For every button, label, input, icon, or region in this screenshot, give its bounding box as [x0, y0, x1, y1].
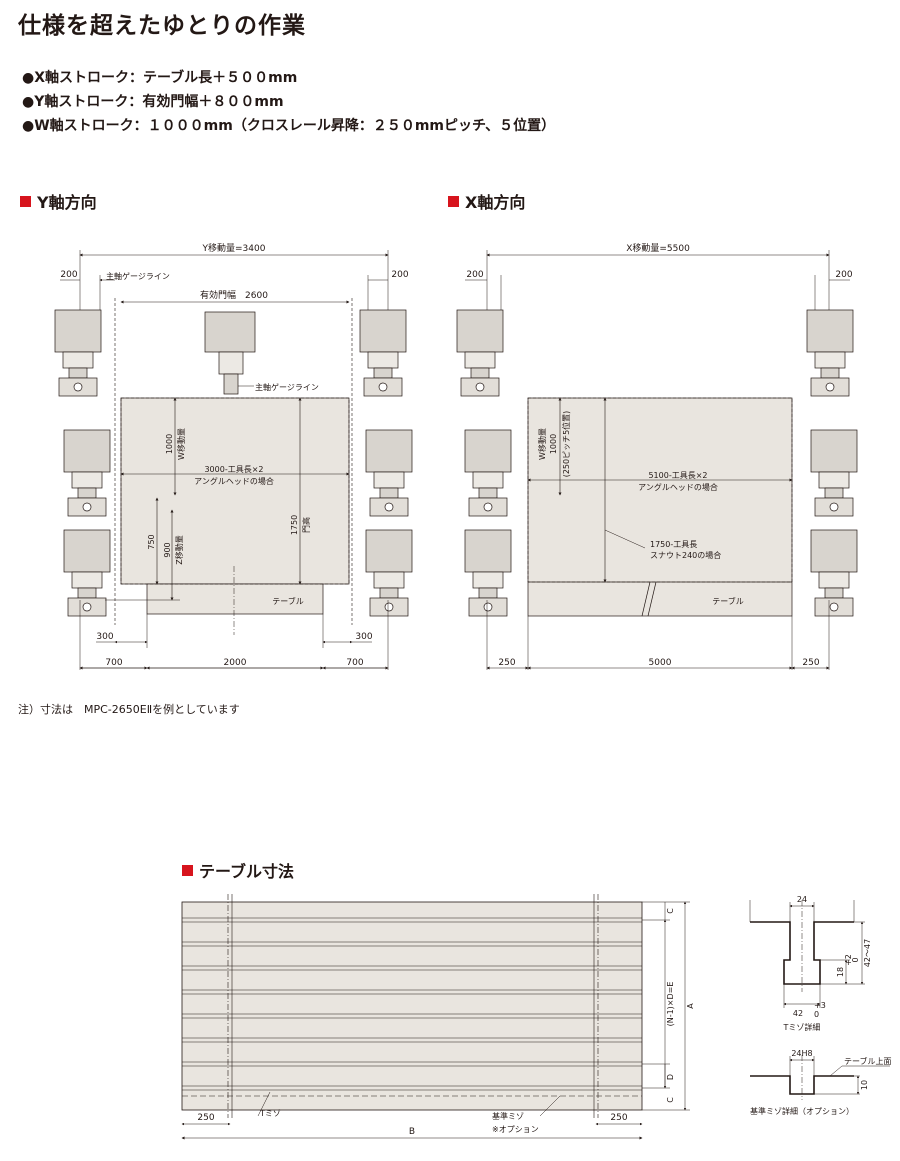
- spec-y-stroke: ●Y軸ストローク：有効門幅＋８００mm: [22, 94, 284, 110]
- section-marker-icon: [20, 195, 31, 207]
- table-plan: [181, 901, 643, 1111]
- x-axis-diagram: X移動量=5500 200 200 W移動量 1000 (250ピッチ5位置) …: [456, 242, 858, 670]
- x-angle-head: アングルヘッドの場合: [638, 482, 718, 492]
- y-dim-300-right: 300: [355, 632, 372, 642]
- t-detail-42: 42: [793, 1009, 803, 1018]
- y-dim-750: 750: [147, 534, 156, 549]
- y-head-right-bot: [365, 529, 413, 617]
- section-x-axis-label: X軸方向: [465, 193, 526, 212]
- table-dim-250-right: 250: [610, 1113, 627, 1123]
- t-detail-18-tol0: 0: [851, 957, 860, 962]
- y-w-travel-label: W移動量: [176, 428, 186, 460]
- page-title: 仕様を超えたゆとりの作業: [18, 13, 306, 39]
- x-dim-200-left: 200: [466, 270, 483, 280]
- table-dim-d: D: [666, 1074, 675, 1080]
- ref-slot-label: 基準ミゾ: [492, 1111, 524, 1121]
- y-travel-label: Y移動量=3400: [202, 242, 266, 254]
- x-head-left-bot: [464, 529, 512, 617]
- y-gate-width-label: 有効門幅 2600: [200, 289, 268, 301]
- ref-detail-table-top: テーブル上面: [844, 1056, 892, 1066]
- y-dim-700-left: 700: [105, 658, 122, 668]
- ref-detail-10: 10: [860, 1080, 869, 1090]
- t-slot-detail-label: Tミゾ詳細: [783, 1022, 821, 1032]
- y-head-left-top: [54, 309, 102, 397]
- x-w-value: 1000: [549, 434, 558, 454]
- x-travel-label: X移動量=5500: [626, 242, 690, 254]
- y-gate-height: 1750: [290, 515, 299, 535]
- x-pitch-label: (250ピッチ5位置): [561, 411, 571, 478]
- y-z-value: 900: [163, 542, 172, 557]
- y-table-top: [120, 397, 350, 585]
- spec-x-stroke: ●X軸ストローク：テーブル長＋５００mm: [22, 70, 298, 86]
- section-y-axis-label: Y軸方向: [37, 193, 97, 212]
- y-dim-300-left: 300: [96, 632, 113, 642]
- x-head-left-top: [456, 309, 504, 397]
- y-dim-200-right: 200: [391, 270, 408, 280]
- section-x-axis: X軸方向: [448, 189, 525, 213]
- t-slot-detail: 24 18 +2 0 42〜47 42 +3 0 Tミゾ詳細: [749, 895, 872, 1032]
- y-spindle-gauge-mid: 主軸ゲージライン: [255, 382, 319, 392]
- t-detail-18: 18: [836, 967, 845, 977]
- x-w-travel-label: W移動量: [537, 428, 547, 460]
- y-spindle-gauge-top: 主軸ゲージライン: [106, 271, 170, 281]
- t-slot-label: Tミゾ: [259, 1109, 281, 1118]
- x-snout-a: 1750-工具長: [650, 540, 697, 549]
- y-head-right-mid: [365, 429, 413, 517]
- x-table-label: テーブル: [712, 596, 744, 606]
- ref-slot-detail: 24H8 テーブル上面 10 基準ミゾ詳細（オプション）: [750, 1049, 892, 1116]
- y-w-value: 1000: [165, 434, 174, 454]
- y-dim-200-left: 200: [60, 270, 77, 280]
- table-dim-250-left: 250: [197, 1113, 214, 1123]
- footnote: 注）寸法は MPC-2650EⅡを例としています: [18, 703, 240, 716]
- y-dim-2000: 2000: [224, 658, 247, 668]
- section-y-axis: Y軸方向: [20, 189, 97, 213]
- section-marker-icon: [448, 195, 459, 207]
- table-dim-ne: (N-1)×D=E: [666, 982, 675, 1027]
- section-table: テーブル寸法: [182, 858, 294, 882]
- y-table-base: [146, 583, 324, 615]
- table-diagram: 250 250 Tミゾ 基準ミゾ ※オプション B C (N-1)×D=E D …: [181, 894, 892, 1140]
- spec-list: ●X軸ストローク：テーブル長＋５００mm ●Y軸ストローク：有効門幅＋８００mm…: [22, 66, 555, 138]
- ref-detail-24h8: 24H8: [791, 1049, 812, 1058]
- x-dim-250-right: 250: [802, 658, 819, 668]
- y-z-travel: Z移動量: [174, 535, 184, 564]
- x-head-right-bot: [810, 529, 858, 617]
- t-slot-lines: [182, 917, 642, 1091]
- table-dim-a: A: [686, 1003, 695, 1009]
- table-dim-b: B: [409, 1127, 415, 1137]
- y-head-left-bot: [63, 529, 111, 617]
- y-head-right-top: [359, 309, 407, 397]
- t-detail-42-tol0: 0: [814, 1010, 819, 1019]
- y-gate-height-label: 門高: [301, 517, 311, 533]
- section-table-label: テーブル寸法: [199, 862, 295, 881]
- t-detail-4247: 42〜47: [863, 939, 872, 967]
- ref-slot-option: ※オプション: [492, 1125, 539, 1134]
- t-detail-24: 24: [797, 895, 807, 904]
- y-head-left-mid: [63, 429, 111, 517]
- t-detail-18-tol: +2: [844, 954, 853, 966]
- x-dim-250-left: 250: [498, 658, 515, 668]
- x-dim-5000: 5000: [649, 658, 672, 668]
- ref-slot-detail-label: 基準ミゾ詳細（オプション）: [750, 1106, 854, 1116]
- y-table-label: テーブル: [272, 596, 304, 606]
- table-dim-c-top: C: [666, 908, 675, 914]
- table-dim-c-bot: C: [666, 1097, 675, 1103]
- x-head-right-mid: [810, 429, 858, 517]
- spec-w-stroke: ●W軸ストローク：１０００mm（クロスレール昇降：２５０mmピッチ、５位置）: [22, 118, 556, 134]
- y-head-center: [204, 311, 256, 395]
- x-dim-200-right: 200: [835, 270, 852, 280]
- x-snout-b: スナウト240の場合: [650, 550, 721, 560]
- x-tool-length: 5100-工具長×2: [648, 471, 707, 480]
- x-head-left-mid: [464, 429, 512, 517]
- y-tool-length: 3000-工具長×2: [204, 465, 263, 474]
- y-angle-head: アングルヘッドの場合: [194, 476, 274, 486]
- y-axis-diagram: Y移動量=3400 200 主軸ゲージライン 200 有効門幅 2600 主軸ゲ…: [54, 242, 413, 670]
- y-dim-700-right: 700: [346, 658, 363, 668]
- section-marker-icon: [182, 864, 193, 876]
- t-detail-42-tol: +3: [814, 1001, 826, 1010]
- x-head-right-top: [806, 309, 854, 397]
